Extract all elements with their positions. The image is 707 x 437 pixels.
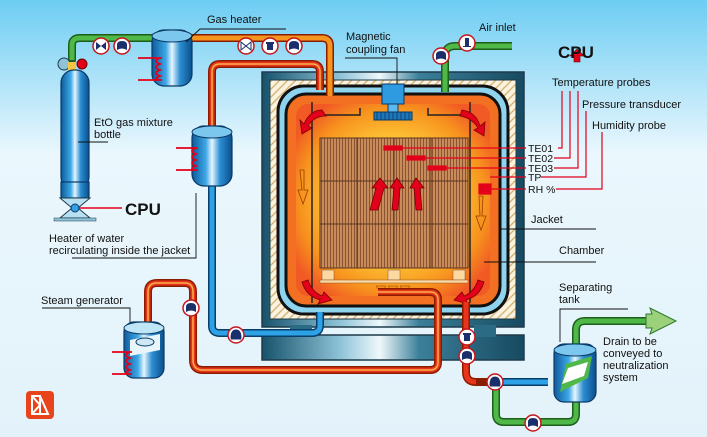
humidity-probe-label: Humidity probe [592,120,666,132]
brand-logo-icon [26,391,54,419]
cpu-arrow-icon [569,48,585,63]
pump-icon[interactable] [524,414,542,432]
drain-label-2: conveyed to [603,348,662,360]
probe-wiring [383,91,603,195]
separating-tank [553,343,597,403]
butterfly-valve-icon[interactable] [92,37,110,55]
probe-tag-te02: TE02 [528,153,553,165]
filter-icon[interactable] [458,328,476,346]
air-inlet-label: Air inlet [479,22,516,34]
magnetic-coupling-fan [373,83,413,121]
drain-label-3: neutralization [603,360,668,372]
pump-icon[interactable] [182,299,200,317]
water-heater-label-1: Heater of water [49,233,125,245]
eto-bottle-label-2: bottle [94,129,121,141]
eto-bottle-label-1: EtO gas mixture [94,117,173,129]
water-heater [176,125,233,187]
water-heater-label-2: recirculating inside the jacket [49,245,190,257]
cpu-label-bottle: CPU [125,200,161,219]
chamber-label: Chamber [559,245,605,257]
filter-icon[interactable] [458,34,476,52]
probe-tag-te01: TE01 [528,143,553,155]
separating-tank-label-1: Separating [559,282,612,294]
instrument-badges [92,34,542,432]
gas-heater-label: Gas heater [207,14,262,26]
pressure-transducer-label: Pressure transducer [582,99,681,111]
drain-arrow-icon [645,307,678,335]
steam-generator [112,321,165,379]
airflow-arrows [299,109,486,305]
magnetic-fan-label-2: coupling fan [346,44,405,56]
pump-icon[interactable] [285,37,303,55]
steam-generator-label: Steam generator [41,295,123,307]
probe-tag-rh: RH % [528,184,555,196]
magnetic-fan-label-1: Magnetic [346,31,391,43]
gas-heater [138,29,193,87]
eto-bottle [53,57,122,222]
circulator-icon[interactable] [486,373,504,391]
pump-icon[interactable] [113,37,131,55]
separating-tank-label-2: tank [559,294,580,306]
pump-icon[interactable] [432,47,450,65]
probe-tag-te03: TE03 [528,163,553,175]
sterilization-load [319,137,469,284]
drain-label-1: Drain to be [603,336,657,348]
leader-lines [42,28,628,342]
temperature-probes-label: Temperature probes [552,77,651,89]
drain-label-4: system [603,372,638,384]
baffles [311,102,471,303]
cpu-label-top: CPU [558,43,594,62]
probe-tag-tp: TP [528,172,541,184]
jacket-label: Jacket [531,214,563,226]
pump-icon[interactable] [458,347,476,365]
butterfly-valve-icon[interactable] [237,37,255,55]
filter-icon[interactable] [261,37,279,55]
circulator-icon[interactable] [227,326,245,344]
